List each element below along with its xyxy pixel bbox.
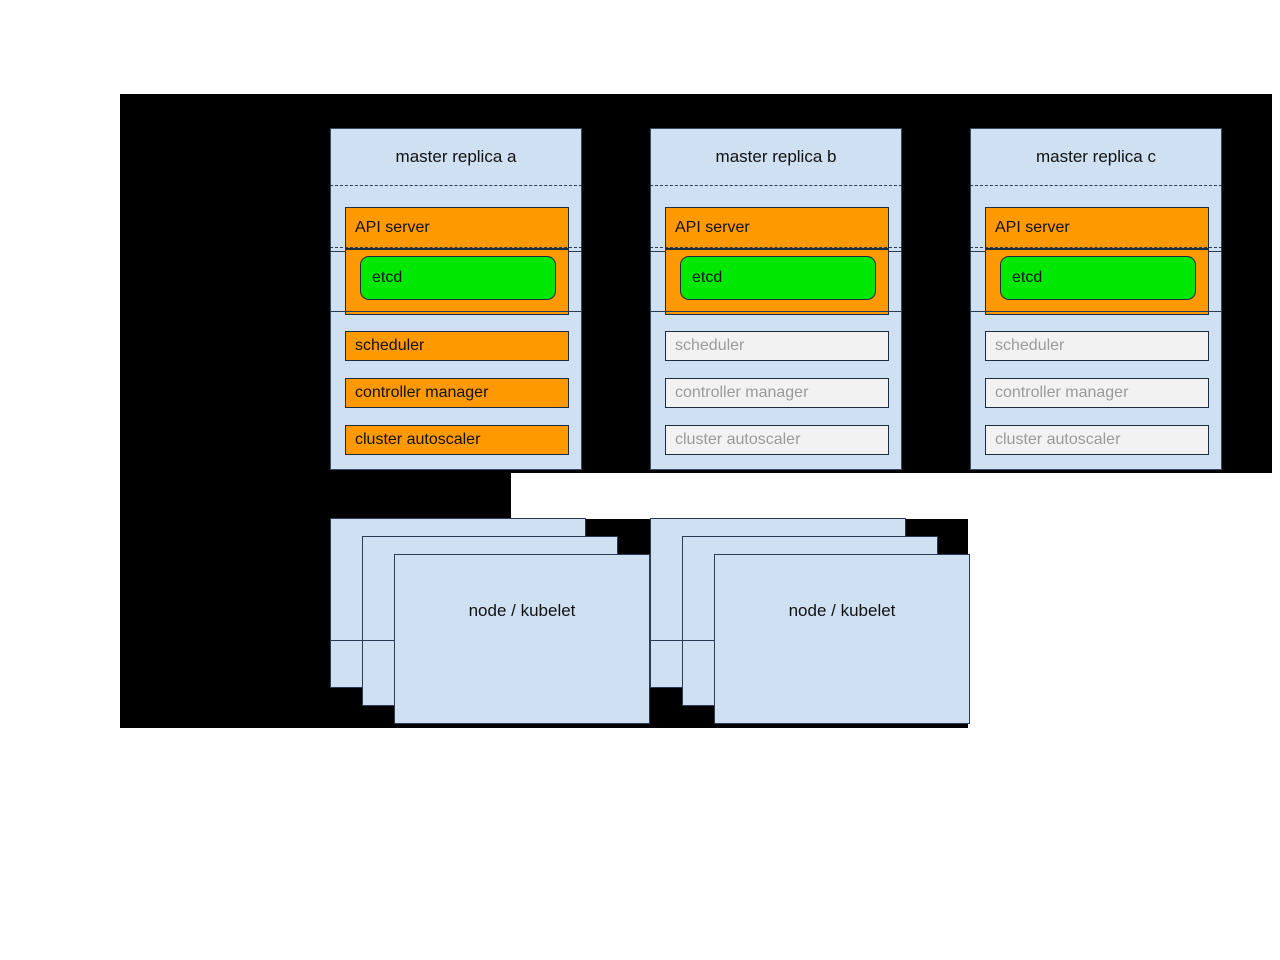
api-server-label-c: API server <box>995 219 1070 236</box>
divider-under-title-b <box>650 185 902 186</box>
etcd-band-bottom-line-c <box>970 311 1222 312</box>
master-replica-title-c: master replica c <box>1036 147 1156 166</box>
cluster-autoscaler-box-a[interactable]: cluster autoscaler <box>345 425 569 455</box>
api-server-box-a[interactable]: API server <box>345 207 569 249</box>
backdrop-notch <box>120 473 511 519</box>
api-server-box-c[interactable]: API server <box>985 207 1209 249</box>
cluster-autoscaler-label-c: cluster autoscaler <box>995 431 1121 448</box>
etcd-container-c: etcd <box>985 249 1209 315</box>
controller-manager-label-a: controller manager <box>355 384 489 401</box>
divider-under-api-a <box>330 247 582 248</box>
scheduler-label-b: scheduler <box>675 337 745 354</box>
cluster-autoscaler-box-c[interactable]: cluster autoscaler <box>985 425 1209 455</box>
divider-under-api-b <box>650 247 902 248</box>
master-replica-title-a: master replica a <box>395 147 517 166</box>
divider-under-api-c <box>970 247 1222 248</box>
api-server-label-b: API server <box>675 219 750 236</box>
controller-manager-label-c: controller manager <box>995 384 1129 401</box>
master-replica-card-c[interactable]: master replica c API server etcd schedul… <box>970 128 1222 470</box>
node-card-front-2[interactable]: node / kubelet <box>714 554 970 724</box>
node-label-2: node / kubelet <box>788 601 896 620</box>
controller-manager-label-b: controller manager <box>675 384 809 401</box>
cluster-autoscaler-label-a: cluster autoscaler <box>355 431 481 448</box>
controller-manager-box-a[interactable]: controller manager <box>345 378 569 408</box>
scheduler-box-a[interactable]: scheduler <box>345 331 569 361</box>
etcd-band-bottom-line-b <box>650 311 902 312</box>
api-server-label-a: API server <box>355 219 430 236</box>
etcd-band-bottom-line-a <box>330 311 582 312</box>
master-replica-card-b[interactable]: master replica b API server etcd schedul… <box>650 128 902 470</box>
scheduler-box-c[interactable]: scheduler <box>985 331 1209 361</box>
divider-under-title-a <box>330 185 582 186</box>
cluster-autoscaler-box-b[interactable]: cluster autoscaler <box>665 425 889 455</box>
etcd-label-a: etcd <box>372 269 403 286</box>
node-card-front-1[interactable]: node / kubelet <box>394 554 650 724</box>
divider-under-title-c <box>970 185 1222 186</box>
etcd-label-c: etcd <box>1012 269 1043 286</box>
etcd-box-a[interactable]: etcd <box>360 256 556 300</box>
etcd-box-c[interactable]: etcd <box>1000 256 1196 300</box>
node-label-1: node / kubelet <box>468 601 576 620</box>
master-replica-title-b: master replica b <box>715 147 837 166</box>
master-replica-card-a[interactable]: master replica a API server etcd schedul… <box>330 128 582 470</box>
controller-manager-box-b[interactable]: controller manager <box>665 378 889 408</box>
scheduler-label-c: scheduler <box>995 337 1065 354</box>
scheduler-label-a: scheduler <box>355 337 425 354</box>
scheduler-box-b[interactable]: scheduler <box>665 331 889 361</box>
cluster-autoscaler-label-b: cluster autoscaler <box>675 431 801 448</box>
etcd-box-b[interactable]: etcd <box>680 256 876 300</box>
etcd-container-b: etcd <box>665 249 889 315</box>
controller-manager-box-c[interactable]: controller manager <box>985 378 1209 408</box>
etcd-container-a: etcd <box>345 249 569 315</box>
etcd-label-b: etcd <box>692 269 723 286</box>
api-server-box-b[interactable]: API server <box>665 207 889 249</box>
